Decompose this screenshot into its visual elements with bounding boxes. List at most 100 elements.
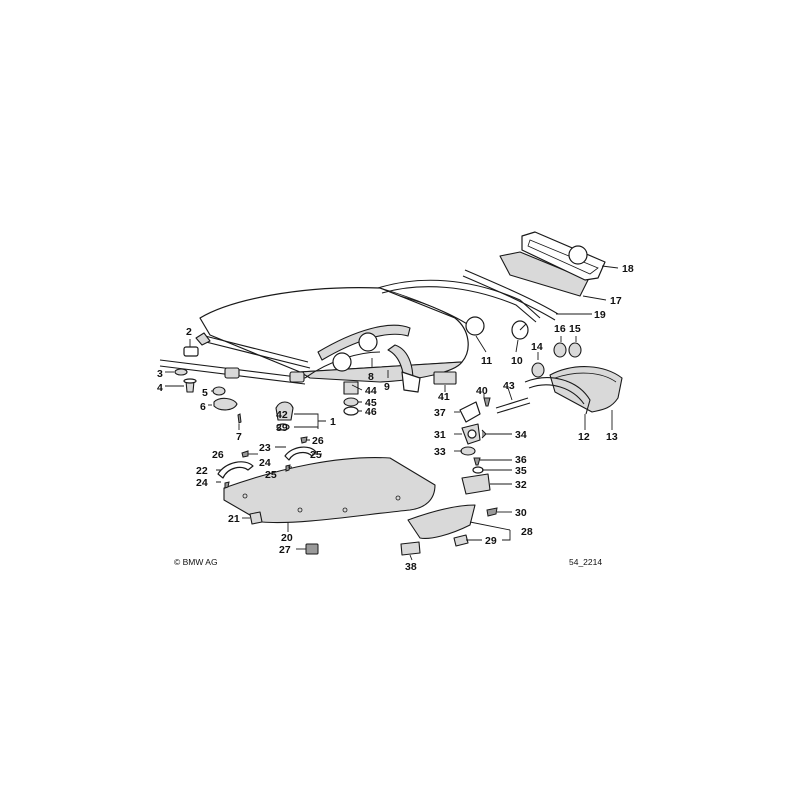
- copyright-label: © BMW AG: [174, 557, 218, 567]
- latch-31[interactable]: [461, 423, 481, 445]
- bracket-37[interactable]: [459, 401, 481, 423]
- clip-30[interactable]: [486, 507, 498, 517]
- nut-33[interactable]: [460, 446, 476, 456]
- screw-7[interactable]: [237, 413, 242, 424]
- clip-29[interactable]: [453, 534, 469, 547]
- callout-25a: 25: [310, 449, 322, 461]
- clip-36[interactable]: [473, 457, 481, 466]
- callout-39: 39: [276, 422, 288, 434]
- rubber-stop-44[interactable]: [343, 381, 359, 395]
- switch-38[interactable]: [400, 541, 421, 556]
- callout-21: 21: [228, 513, 240, 525]
- callout-9: 9: [384, 381, 390, 393]
- trim-panel-28[interactable]: [407, 504, 476, 539]
- callout-42: 42: [276, 409, 288, 421]
- callout-10: 10: [511, 355, 523, 367]
- callout-41: 41: [438, 391, 450, 403]
- lock-pin-42[interactable]: [275, 401, 294, 421]
- cap-26-left[interactable]: [241, 450, 249, 458]
- cap-26-right[interactable]: [300, 436, 308, 444]
- rear-window-seal-19[interactable]: [462, 269, 559, 321]
- roof-seal-11[interactable]: [377, 279, 541, 336]
- bushing-16[interactable]: [553, 342, 567, 358]
- lamp-27[interactable]: [305, 543, 319, 555]
- callout-45: 45: [365, 397, 377, 409]
- callout-33: 33: [434, 446, 446, 458]
- callout-3: 3: [157, 368, 163, 380]
- callout-24b: 24: [196, 477, 208, 489]
- screw-40[interactable]: [483, 397, 491, 407]
- callout-19: 19: [594, 309, 606, 321]
- bolt-3[interactable]: [174, 368, 188, 376]
- callout-26b: 26: [312, 435, 324, 447]
- callout-15: 15: [569, 323, 581, 335]
- callout-2: 2: [186, 326, 192, 338]
- callout-7: 7: [236, 431, 242, 443]
- latch-41[interactable]: [433, 371, 457, 385]
- callout-43: 43: [503, 380, 515, 392]
- nut-5[interactable]: [212, 386, 226, 396]
- hardtop-shell[interactable]: [199, 287, 469, 383]
- callout-38: 38: [405, 561, 417, 573]
- bushing-15[interactable]: [568, 342, 582, 358]
- callout-23: 23: [259, 442, 271, 454]
- rod-43[interactable]: [495, 397, 531, 414]
- callout-1: 1: [330, 416, 336, 428]
- callout-36: 36: [515, 454, 527, 466]
- lock-32[interactable]: [461, 473, 491, 495]
- washer-46[interactable]: [343, 406, 359, 416]
- callout-5: 5: [202, 387, 208, 399]
- callout-30: 30: [515, 507, 527, 519]
- bracket-2[interactable]: [183, 346, 199, 357]
- seal-clip-10[interactable]: [511, 320, 529, 340]
- rear-panel-13[interactable]: [549, 366, 623, 413]
- callout-18: 18: [622, 263, 634, 275]
- diagram-reference: 54_2214: [569, 557, 602, 567]
- bolt-4[interactable]: [183, 378, 197, 393]
- callout-22: 22: [196, 465, 208, 477]
- seal-strip-8[interactable]: [304, 332, 381, 379]
- rear-seal-12[interactable]: [524, 377, 591, 415]
- callout-34: 34: [515, 429, 527, 441]
- rear-glass-17[interactable]: [499, 251, 589, 297]
- clip-24-lower[interactable]: [224, 481, 230, 489]
- callout-16: 16: [554, 323, 566, 335]
- callout-24a: 24: [259, 457, 271, 469]
- callout-13: 13: [606, 431, 618, 443]
- screw-34[interactable]: [481, 429, 487, 439]
- clip-21[interactable]: [249, 511, 263, 525]
- callout-29: 29: [485, 535, 497, 547]
- washer-39[interactable]: [276, 423, 290, 431]
- callout-25b: 25: [265, 469, 277, 481]
- side-rail-9[interactable]: [317, 324, 421, 393]
- callout-35: 35: [515, 465, 527, 477]
- spacer-45[interactable]: [343, 397, 359, 407]
- callout-31: 31: [434, 429, 446, 441]
- callout-26a: 26: [212, 449, 224, 461]
- callout-32: 32: [515, 479, 527, 491]
- grab-handle-22[interactable]: [217, 461, 254, 479]
- callout-40: 40: [476, 385, 488, 397]
- callout-14: 14: [531, 341, 543, 353]
- callout-27: 27: [279, 544, 291, 556]
- callout-12: 12: [578, 431, 590, 443]
- callout-17: 17: [610, 295, 622, 307]
- callout-20: 20: [281, 532, 293, 544]
- callout-4: 4: [157, 382, 163, 394]
- cover-6[interactable]: [213, 397, 238, 411]
- callout-37: 37: [434, 407, 446, 419]
- callout-11: 11: [481, 355, 492, 367]
- bushing-14[interactable]: [531, 362, 545, 378]
- rear-window-frame-18[interactable]: [521, 231, 606, 281]
- callout-8: 8: [368, 371, 374, 383]
- callout-6: 6: [200, 401, 206, 413]
- washer-35[interactable]: [472, 466, 484, 474]
- headliner-20[interactable]: [223, 457, 436, 524]
- callout-labels: 1 2 3 4 5 6 7 8 9 10 11 12 13 14 15 16 1…: [157, 263, 634, 573]
- callout-44: 44: [365, 385, 377, 397]
- callout-46: 46: [365, 406, 377, 418]
- clip-24-upper[interactable]: [285, 464, 291, 472]
- leader-lines: [165, 265, 619, 561]
- grab-handle-23[interactable]: [284, 446, 317, 461]
